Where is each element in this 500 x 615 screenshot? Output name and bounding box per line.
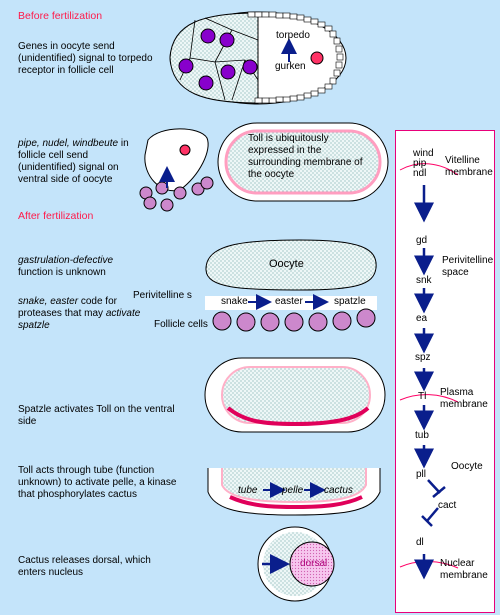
- pathway-pip: pip: [413, 158, 427, 169]
- pathway-spz: spz: [415, 352, 431, 363]
- easter-label: easter: [275, 296, 303, 307]
- dorsal-label: dorsal: [300, 558, 328, 569]
- snake-label: snake: [221, 296, 248, 307]
- torpedo-label: torpedo: [276, 30, 310, 41]
- nurse-nucleus: [200, 28, 216, 44]
- nurse-nucleus: [220, 64, 236, 80]
- toll-ubiquitous-label: Toll is ubiquitously expressed in the su…: [248, 133, 363, 180]
- ventral-toll-panel: [204, 357, 386, 433]
- oocyte-panel3: [205, 239, 377, 332]
- pathway-tl: Tl: [418, 391, 427, 402]
- nurse-nucleus: [178, 58, 194, 74]
- pathway-ea: ea: [416, 313, 428, 324]
- pathway-ndl: ndl: [413, 168, 427, 179]
- nucleus-panel: [257, 526, 335, 602]
- tube-pelle-panel: [207, 468, 381, 516]
- follicle-cluster: [139, 128, 214, 212]
- pathway-perivitelline: Perivitelline space: [442, 255, 494, 278]
- nurse-nucleus: [198, 75, 214, 91]
- before-fertilization-heading: Before fertilization: [18, 10, 103, 22]
- snake-easter-description: snake, easter code for proteases that ma…: [18, 296, 141, 331]
- gurken-label: gurken: [275, 61, 306, 72]
- spatzle-description: Spatzle activates Toll on the ventral si…: [18, 404, 175, 427]
- pathway-vitelline: Vitelline membrane: [445, 155, 493, 178]
- nurse-nucleus: [242, 59, 258, 75]
- perivitelline-label: Perivitelline s: [133, 290, 192, 301]
- genes-description: Genes in oocyte send (unidentified) sign…: [18, 41, 153, 76]
- pipe-description: pipe, nudel, windbeute in follicle cell …: [18, 138, 129, 185]
- after-fertilization-heading: After fertilization: [18, 210, 94, 222]
- follicle-cells-label: Follicle cells: [154, 319, 208, 330]
- oocyte-toll-membrane: [217, 122, 389, 202]
- pathway-snk: snk: [416, 275, 432, 286]
- pathway-nuclear: Nuclear membrane: [440, 558, 488, 581]
- pathway-box: [395, 130, 495, 613]
- nurse-nucleus: [219, 32, 235, 48]
- pathway-cact: cact: [438, 500, 457, 511]
- pelle-label: pelle: [282, 485, 304, 496]
- pathway-oocyte: Oocyte: [451, 461, 483, 472]
- spatzle-label: spatzle: [334, 296, 366, 307]
- pathway-dl: dl: [416, 537, 424, 548]
- oocyte-label: Oocyte: [269, 258, 304, 270]
- gastrulation-description: gastrulation-defective function is unkno…: [18, 255, 114, 278]
- cactus-label: cactus: [324, 485, 353, 496]
- pathway-plasma: Plasma membrane: [440, 387, 488, 410]
- cactus-description: Cactus releases dorsal, which enters nuc…: [18, 555, 151, 578]
- toll-description: Toll acts through tube (function unknown…: [18, 465, 177, 500]
- pathway-gd: gd: [416, 235, 428, 246]
- pathway-pll: pll: [416, 469, 427, 480]
- oocyte-nucleus: [310, 51, 324, 65]
- tube-label: tube: [238, 485, 258, 496]
- egg-chamber: [169, 11, 347, 105]
- pathway-wind: wind: [413, 148, 434, 159]
- pathway-tub: tub: [415, 430, 429, 441]
